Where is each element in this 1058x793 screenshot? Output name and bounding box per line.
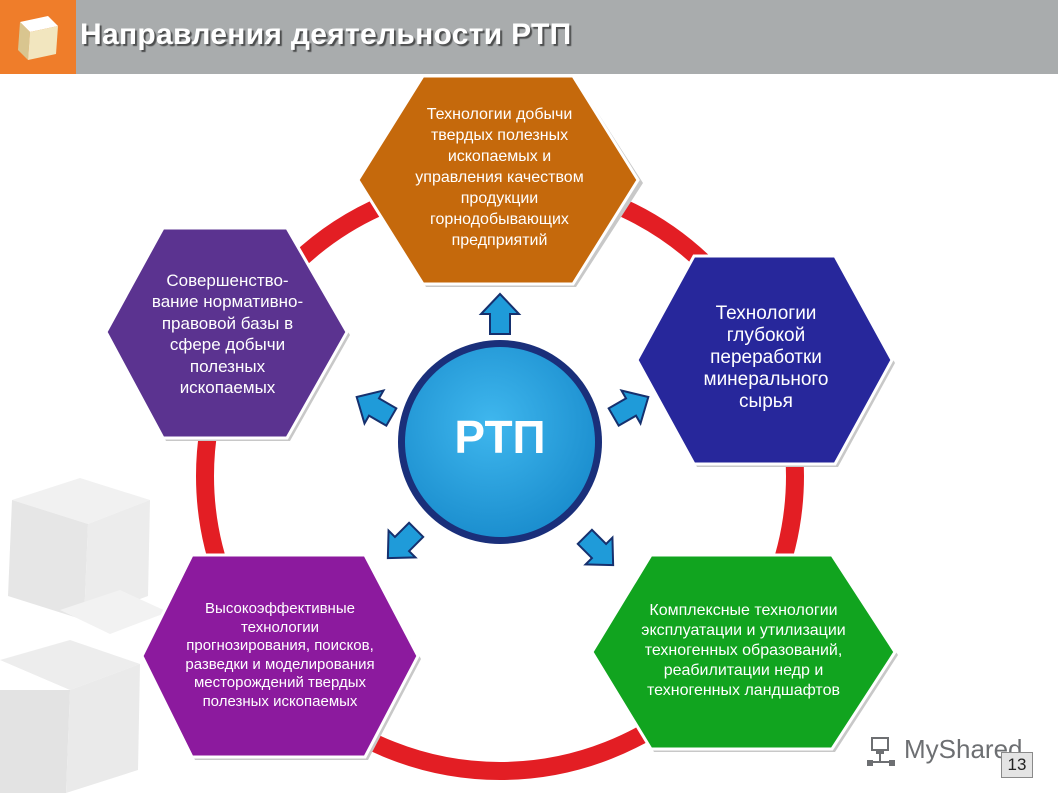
center-label: РТП (454, 411, 546, 463)
block-forecasting-technologies: Высокоэффективные технологии прогнозиров… (140, 553, 421, 761)
block-deep-processing: Технологии глубокой переработки минераль… (635, 254, 896, 468)
header-bar (0, 0, 1058, 74)
cube-icon (18, 16, 58, 60)
block-text: Высокоэффективные технологии прогнозиров… (185, 600, 375, 710)
arrow-down-left-icon (386, 521, 425, 560)
block-text: Совершенство-вание нормативно-правовой б… (151, 270, 304, 398)
page-title: Направления деятельности РТП (80, 18, 572, 51)
header-logo-square (0, 0, 76, 74)
page-number: 13 (1001, 752, 1033, 778)
block-regulatory-base: Совершенство-вание нормативно-правовой б… (104, 226, 350, 442)
arrow-left-icon (355, 389, 398, 428)
block-mining-technologies: Технологии добычи твердых полезных ископ… (356, 74, 643, 288)
block-technogenic-formations: Комплексные технологии эксплуатации и ут… (590, 553, 899, 753)
arrow-up-icon (478, 292, 522, 335)
network-icon (867, 737, 895, 766)
arrow-right-icon (607, 389, 650, 428)
arrow-down-right-icon (576, 528, 615, 567)
block-text: Комплексные технологии эксплуатации и ут… (641, 602, 846, 699)
center-circle (398, 340, 602, 544)
block-text: Технологии добычи твердых полезных ископ… (415, 105, 584, 249)
block-text: Технологии глубокой переработки минераль… (703, 303, 829, 412)
